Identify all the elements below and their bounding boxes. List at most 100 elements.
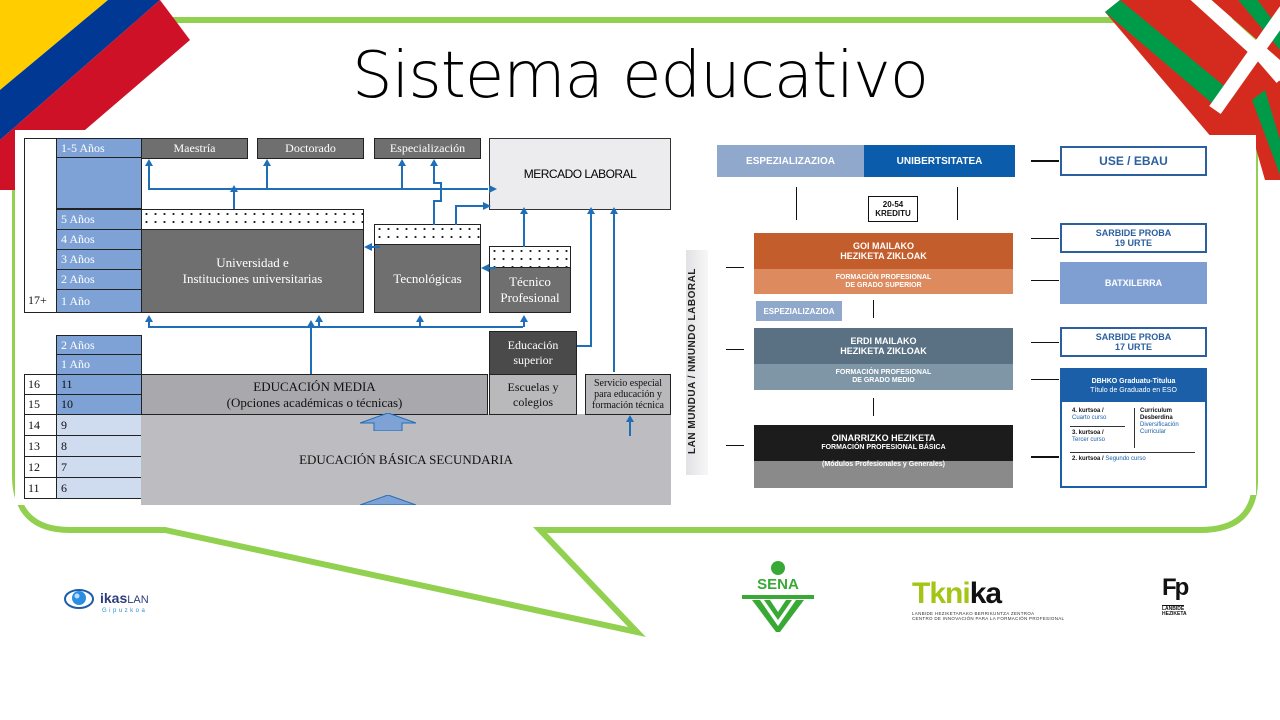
sarbide19-line2: 19 URTE [1114, 238, 1152, 248]
oinarrizko-box: OINARRIZKO HEZIKETA FORMACIÓN PROFESIONA… [754, 425, 1013, 461]
grade-9: 9 [56, 414, 142, 436]
slide-title: Sistema educativo [352, 39, 929, 113]
tecnico-dots [489, 246, 571, 268]
kreditu-line1: 20-54 [882, 200, 904, 209]
sena-figure-icon [742, 561, 814, 632]
espezializazioa-mid-box: ESPEZIALIZAZIOA [756, 301, 842, 321]
side-label-bg [686, 250, 708, 475]
goi-sub-line2: DE GRADO SUPERIOR [845, 281, 922, 289]
erdi-sub-line1: FORMACIÓN PROFESIONAL [835, 369, 932, 376]
media-line1: EDUCACIÓN MEDIA [253, 378, 376, 394]
tknika-ni: ni [945, 577, 971, 610]
age-12: 12 [24, 456, 57, 478]
servicio-line2: para educación y [594, 389, 662, 400]
unibertsitatea-box: UNIBERTSITATEA [864, 145, 1015, 177]
educacion-media-box: EDUCACIÓN MEDIA (Opciones académicas o t… [141, 374, 488, 415]
universidad-dots [141, 209, 364, 230]
age-16: 16 [24, 374, 57, 395]
tecnologicas-box: Tecnológicas [374, 244, 481, 313]
kreditu-line2: KREDITU [875, 209, 911, 218]
servicio-especial-box: Servicio especial para educación y forma… [585, 374, 671, 415]
oinarrizko-title: OINARRIZKO HEZIKETA [831, 433, 936, 443]
years-2: 2 Años [56, 269, 142, 290]
maestria-box: Maestría [141, 138, 248, 159]
ikaslan-name-a: ikas [100, 590, 128, 606]
age-13: 13 [24, 435, 57, 457]
tecnico-line1: Técnico [509, 274, 551, 289]
universidad-line2: Instituciones universitarias [182, 271, 323, 286]
grade-7: 7 [56, 456, 142, 478]
espezializazioa-top-box: ESPEZIALIZAZIOA [717, 145, 864, 177]
media-line2: (Opciones académicas o técnicas) [226, 394, 403, 410]
grade-11: 11 [56, 374, 142, 395]
goi-formacion-box: FORMACIÓN PROFESIONAL DE GRADO SUPERIOR [754, 269, 1013, 294]
tknika-line2: CENTRO DE INNOVACIÓN PARA LA FORMACIÓN P… [912, 616, 1065, 621]
erdi-mailako-box: ERDI MAILAKO HEZIKETA ZIKLOAK [754, 328, 1013, 364]
oinarrizko-sub-line2: (Módulos Profesionales y Generales) [822, 461, 945, 468]
dbhko-box: DBHKO Graduatu-Titulua Título de Graduad… [1060, 368, 1207, 488]
grade-8: 8 [56, 435, 142, 457]
fp-line2: HEZIKETA [1162, 611, 1187, 617]
tecnico-profesional-box: Técnico Profesional [489, 267, 571, 313]
years-1-5: 1-5 Años [56, 138, 142, 158]
doctorado-box: Doctorado [257, 138, 364, 159]
universidad-box: Universidad e Instituciones universitari… [141, 229, 364, 313]
escuelas-line2: colegios [513, 394, 553, 409]
tknika-line1: LANBIDE HEZIKETARAKO BERRIKUNTZA ZENTROA [912, 611, 1035, 616]
dbhko-title-line2: Título de Graduado en ESO [1090, 387, 1177, 394]
basque-flag-icon [1105, 0, 1280, 180]
dbhko-title-line1: DBHKO Graduatu-Titulua [1091, 378, 1176, 385]
years-5: 5 Años [56, 209, 142, 230]
kreditu-box: 20-54 KREDITU [868, 196, 918, 222]
colombia-education-diagram: 17+ 1-5 Años 5 Años 4 Años 3 Años 2 Años… [15, 130, 671, 505]
sarbide17-line1: SARBIDE PROBA [1095, 332, 1172, 342]
sarbide-19-box: SARBIDE PROBA 19 URTE [1060, 223, 1207, 253]
tknika-tk: Tk [912, 577, 946, 610]
age-15: 15 [24, 394, 57, 415]
edu-superior-line1: Educación [507, 338, 559, 352]
goi-mailako-box: GOI MAILAKO HEZIKETA ZIKLOAK [754, 233, 1013, 269]
years-1-mid: 1 Año [56, 354, 142, 375]
goi-title-line2: HEZIKETA ZIKLOAK [840, 251, 927, 261]
sarbide-17-box: SARBIDE PROBA 17 URTE [1060, 327, 1207, 357]
edu-superior-line2: superior [513, 353, 553, 367]
sarbide19-line1: SARBIDE PROBA [1095, 228, 1172, 238]
ikaslan-eye-icon [64, 589, 94, 609]
use-ebau-box: USE / EBAU [1060, 146, 1207, 176]
grade-10: 10 [56, 394, 142, 415]
escuelas-colegios-box: Escuelas y colegios [489, 374, 577, 415]
lan-mundua-label: LAN MUNDUA / NMUNDO LABORAL [687, 268, 698, 454]
up-arrow-icon [359, 495, 417, 505]
erdi-sub-line2: DE GRADO MEDIO [852, 377, 915, 384]
goi-title-line1: GOI MAILAKO [853, 241, 914, 251]
basque-education-diagram: LAN MUNDUA / NMUNDO LABORAL ESPEZIALIZAZ… [686, 135, 1256, 495]
especializacion-box: Especialización [374, 138, 481, 159]
erdi-formacion-box: FORMACIÓN PROFESIONAL DE GRADO MEDIO [754, 364, 1013, 390]
fp-text: Fp [1162, 574, 1189, 601]
goi-sub-line1: FORMACIÓN PROFESIONAL [835, 273, 932, 281]
fp-line1: LANBIDE [1162, 605, 1185, 612]
curriculum-text: Curriculum Desberdina Diversificación Cu… [1140, 408, 1179, 435]
servicio-line1: Servicio especial [593, 378, 663, 389]
age-11: 11 [24, 477, 57, 499]
sena-text: SENA [757, 576, 799, 593]
oinarrizko-sub-line1: FORMACIÓN PROFESIONAL BÁSICA [821, 444, 946, 451]
erdi-title-line1: ERDI MAILAKO [850, 336, 917, 346]
universidad-line1: Universidad e [216, 255, 289, 270]
years-2-mid: 2 Años [56, 335, 142, 355]
tecnologicas-dots [374, 224, 481, 245]
ikaslan-name-b: LAN [127, 594, 149, 606]
age-14: 14 [24, 414, 57, 436]
tknika-logo: Tknika LANBIDE HEZIKETARAKO BERRIKUNTZA … [912, 577, 1065, 622]
erdi-title-line2: HEZIKETA ZIKLOAK [840, 346, 927, 356]
educacion-basica-secundaria-box: EDUCACIÓN BÁSICA SECUNDARIA [141, 414, 671, 505]
years-3: 3 Años [56, 249, 142, 270]
tknika-ka: ka [969, 577, 1002, 610]
years-4: 4 Años [56, 229, 142, 250]
up-arrow-icon [359, 413, 417, 431]
sena-logo: SENA [740, 560, 815, 632]
years-blank [56, 157, 142, 209]
kurtsoa-3: 3. kurtsoa / Tercer curso [1072, 430, 1106, 443]
batxilerra-box: BATXILERRA [1060, 262, 1207, 304]
educacion-superior-box: Educación superior [489, 331, 577, 375]
